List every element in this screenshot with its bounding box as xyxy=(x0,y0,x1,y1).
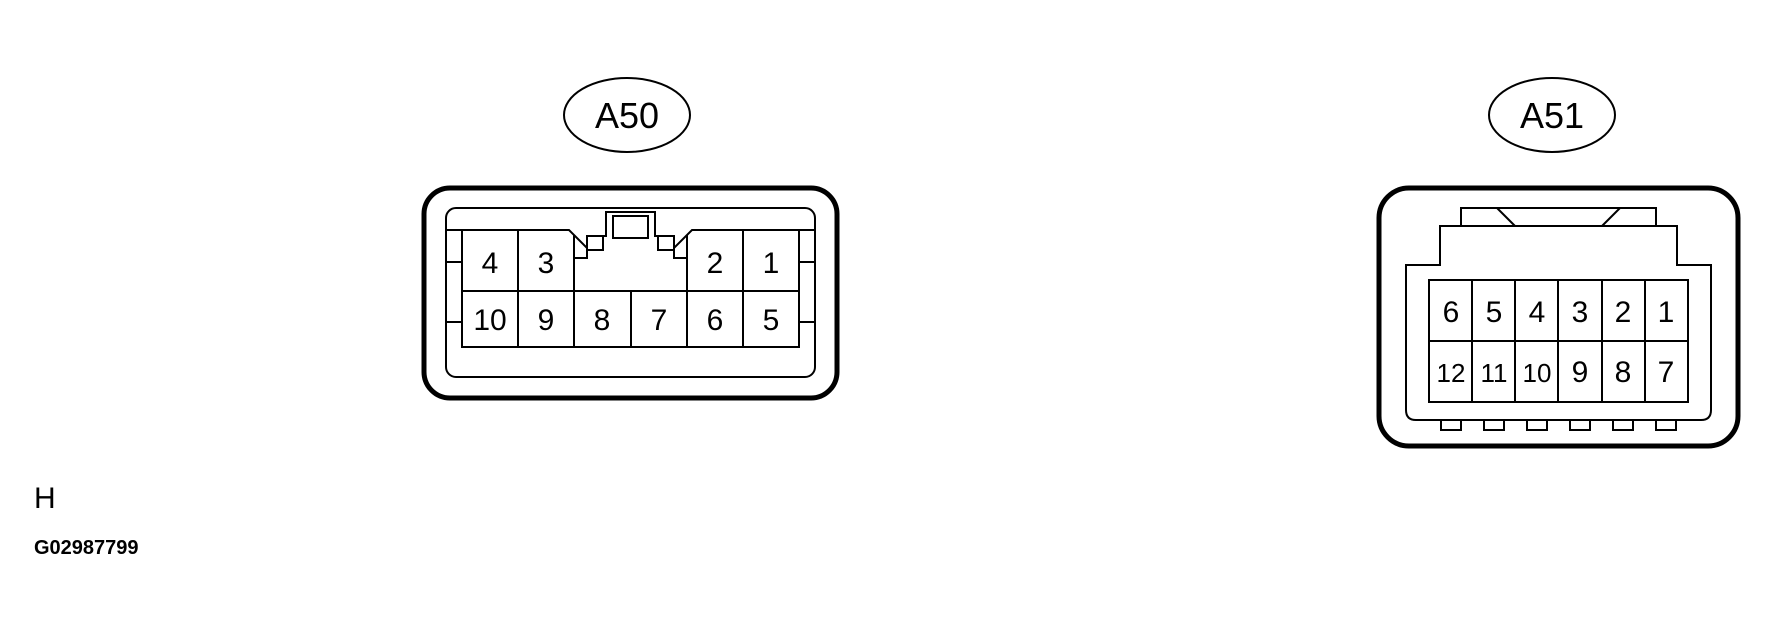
connector-a51-pin: 7 xyxy=(1658,356,1675,389)
connector-a50-pin: 4 xyxy=(482,247,499,280)
connector-a50-right-clip xyxy=(657,235,675,251)
connector-a50-pin: 10 xyxy=(473,304,506,337)
connector-a51-terminal xyxy=(1440,419,1462,431)
connector-a50-pin: 9 xyxy=(538,304,555,337)
view-letter: H xyxy=(34,482,56,515)
connector-a51-pin: 5 xyxy=(1486,296,1503,329)
connector-a50-pin: 8 xyxy=(594,304,611,337)
connector-a51-terminal xyxy=(1569,419,1591,431)
connector-a51-terminal xyxy=(1483,419,1505,431)
connector-a51-terminal xyxy=(1655,419,1677,431)
connector-a50-top-indent xyxy=(574,250,687,259)
connector-a51-pin: 2 xyxy=(1615,296,1632,329)
connector-a50-inner-border xyxy=(445,207,816,378)
connector-a50-right-latch xyxy=(799,261,814,323)
connector-a50-pin: 6 xyxy=(707,304,724,337)
connector-a50-left-clip xyxy=(586,235,604,251)
connector-a50: A50 4 3 2 1 10 9 8 xyxy=(421,77,840,401)
connector-a50-pin: 1 xyxy=(763,247,780,280)
connector-a50-pin: 7 xyxy=(651,304,668,337)
connector-a51-pin: 9 xyxy=(1572,356,1589,389)
connector-a50-left-latch xyxy=(447,261,462,323)
connector-a51-label: A51 xyxy=(1520,95,1584,136)
connector-a51-pin: 12 xyxy=(1437,358,1466,388)
connector-a50-label-oval xyxy=(563,77,691,153)
connector-a51-pin: 3 xyxy=(1572,296,1589,329)
connector-a50-label: A50 xyxy=(595,95,659,136)
connector-a51-terminal xyxy=(1526,419,1548,431)
connector-a50-pin: 2 xyxy=(707,247,724,280)
figure-id: G02987799 xyxy=(34,537,139,559)
connector-a50-lock-tab xyxy=(612,215,649,239)
connector-a51-pin: 6 xyxy=(1443,296,1460,329)
connector-a51-top-tab-bevel xyxy=(1496,207,1621,227)
connector-a51-pin: 1 xyxy=(1658,296,1675,329)
connector-a50-upper-outline xyxy=(447,211,814,251)
connector-a51-label-oval xyxy=(1488,77,1616,153)
connector-a51-pin: 8 xyxy=(1615,356,1632,389)
connector-a51-pin: 11 xyxy=(1481,358,1508,388)
connector-a51-pin: 10 xyxy=(1523,358,1552,388)
connector-a51-terminal xyxy=(1612,419,1634,431)
connector-a51-inner-outline xyxy=(1405,225,1712,421)
connector-a50-pin: 5 xyxy=(763,304,780,337)
connector-a51-top-tab xyxy=(1460,207,1657,227)
connector-a51-pin: 4 xyxy=(1529,296,1546,329)
connector-a51: A51 6 5 4 3 2 1 12 11 10 9 8 xyxy=(1376,77,1741,449)
connector-a50-pin: 3 xyxy=(538,247,555,280)
